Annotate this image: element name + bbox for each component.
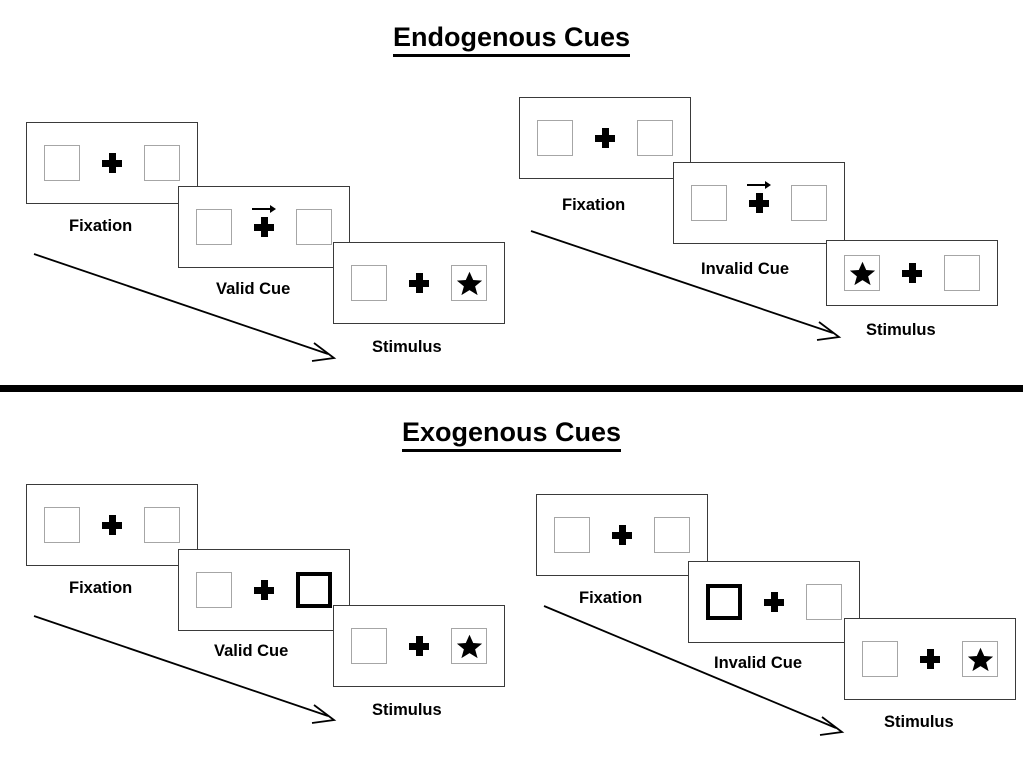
section-divider	[0, 385, 1023, 392]
plus-icon	[102, 515, 122, 535]
panel-label-exogenous-invalid-fixation: Fixation	[579, 589, 643, 607]
slot-right	[451, 265, 487, 301]
slot-left	[844, 255, 880, 291]
plus-icon	[612, 525, 632, 545]
plus-icon	[595, 128, 615, 148]
slot-right	[144, 507, 180, 543]
time-flow-arrow-icon	[33, 253, 337, 362]
section-title-endogenous-text: Endogenous Cues	[392, 22, 630, 57]
slot-right	[806, 584, 842, 620]
panel-exogenous-invalid-cue[interactable]	[688, 561, 860, 643]
panel-label-endogenous-invalid-cue: Invalid Cue	[701, 260, 790, 278]
panel-endogenous-valid-stimulus[interactable]	[333, 242, 505, 324]
slot-left	[537, 120, 573, 156]
plus-icon	[102, 153, 122, 173]
arrow-right-icon	[747, 181, 771, 189]
star-icon	[456, 271, 482, 295]
panel-label-exogenous-valid-cue: Valid Cue	[214, 642, 289, 660]
panel-label-exogenous-valid-fixation: Fixation	[69, 579, 133, 597]
star-icon	[849, 261, 875, 285]
panel-label-endogenous-valid-stimulus: Stimulus	[372, 338, 442, 356]
panel-endogenous-valid-cue[interactable]	[178, 186, 350, 268]
panel-exogenous-valid-fixation[interactable]	[26, 484, 198, 566]
time-flow-arrow-icon	[530, 230, 842, 341]
star-icon	[456, 634, 482, 658]
slot-left	[554, 517, 590, 553]
panel-label-exogenous-valid-stimulus: Stimulus	[372, 701, 442, 719]
plus-icon	[764, 592, 784, 612]
slot-right	[144, 145, 180, 181]
slot-right	[962, 641, 998, 677]
time-flow-arrow-icon	[543, 605, 845, 736]
slot-left	[862, 641, 898, 677]
slot-left	[351, 628, 387, 664]
panel-endogenous-valid-fixation[interactable]	[26, 122, 198, 204]
plus-icon	[254, 580, 274, 600]
slot-left-cued	[706, 584, 742, 620]
section-title-exogenous: Exogenous Cues	[0, 417, 1023, 452]
slot-right	[944, 255, 980, 291]
slot-right	[451, 628, 487, 664]
slot-left	[351, 265, 387, 301]
plus-icon	[902, 263, 922, 283]
panel-endogenous-invalid-stimulus[interactable]	[826, 240, 998, 306]
star-icon	[967, 647, 993, 671]
panel-exogenous-valid-stimulus[interactable]	[333, 605, 505, 687]
panel-label-endogenous-invalid-fixation: Fixation	[562, 196, 626, 214]
plus-icon	[252, 205, 276, 237]
panel-label-exogenous-invalid-cue: Invalid Cue	[714, 654, 803, 672]
panel-label-endogenous-valid-fixation: Fixation	[69, 217, 133, 235]
panel-label-endogenous-invalid-stimulus: Stimulus	[866, 321, 936, 339]
slot-right	[654, 517, 690, 553]
slot-left	[44, 145, 80, 181]
slot-right	[296, 209, 332, 245]
panel-endogenous-invalid-cue[interactable]	[673, 162, 845, 244]
slot-right	[791, 185, 827, 221]
slot-left	[691, 185, 727, 221]
slot-right	[637, 120, 673, 156]
section-title-endogenous: Endogenous Cues	[0, 22, 1023, 57]
section-title-exogenous-text: Exogenous Cues	[401, 417, 622, 452]
panel-label-exogenous-invalid-stimulus: Stimulus	[884, 713, 954, 731]
arrow-right-icon	[252, 205, 276, 213]
slot-left	[196, 572, 232, 608]
panel-label-endogenous-valid-cue: Valid Cue	[216, 280, 291, 298]
slot-right-cued	[296, 572, 332, 608]
slot-left	[196, 209, 232, 245]
slot-left	[44, 507, 80, 543]
plus-icon	[747, 181, 771, 213]
plus-icon	[409, 636, 429, 656]
time-flow-arrow-icon	[33, 615, 337, 724]
panel-exogenous-valid-cue[interactable]	[178, 549, 350, 631]
panel-exogenous-invalid-stimulus[interactable]	[844, 618, 1016, 700]
panel-exogenous-invalid-fixation[interactable]	[536, 494, 708, 576]
plus-icon	[409, 273, 429, 293]
plus-icon	[920, 649, 940, 669]
panel-endogenous-invalid-fixation[interactable]	[519, 97, 691, 179]
